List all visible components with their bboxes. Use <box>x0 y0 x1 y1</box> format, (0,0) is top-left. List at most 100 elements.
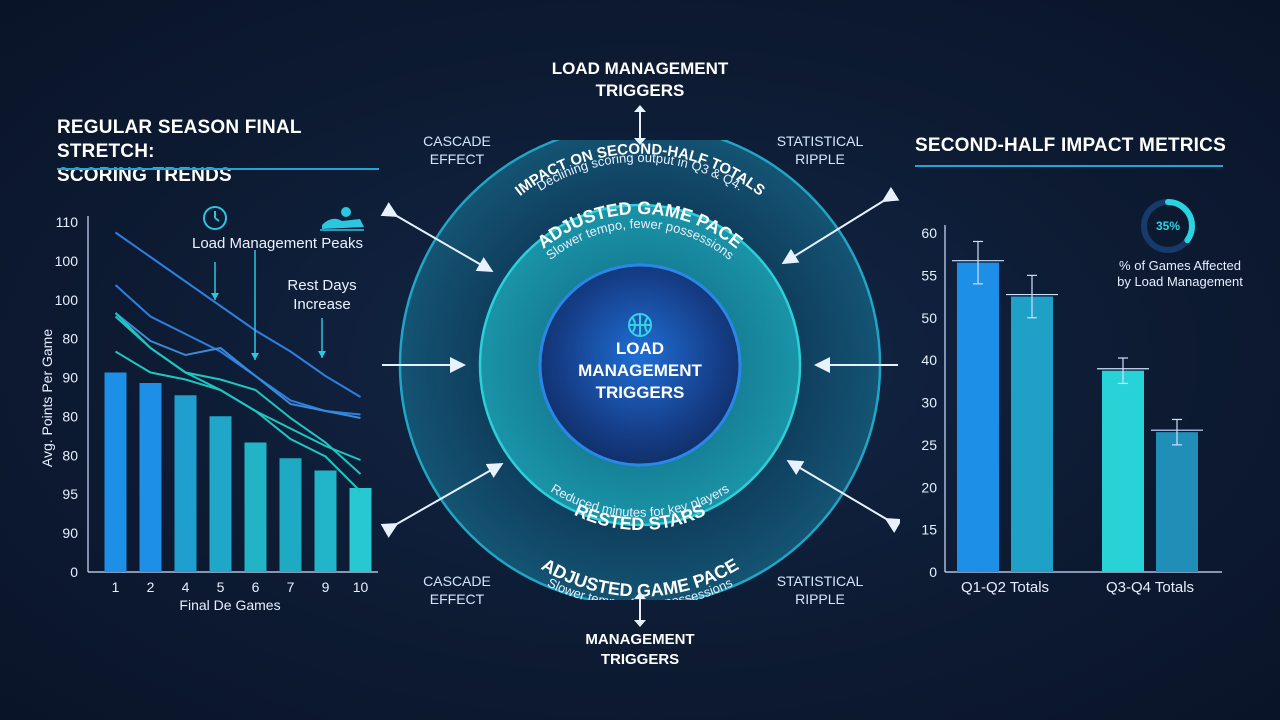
corner-bl-line2: EFFECT <box>429 591 485 607</box>
left-y-tick: 80 <box>62 408 78 424</box>
right-y-tick: 0 <box>929 564 937 580</box>
left-x-tick: 1 <box>112 579 120 595</box>
basketball-icon <box>628 313 652 337</box>
bottom-title: MANAGEMENT TRIGGERS <box>540 630 740 670</box>
top-title-line2: TRIGGERS <box>595 81 685 100</box>
core-label: LOAD MANAGEMENT TRIGGERS <box>560 338 720 404</box>
corner-br-line1: STATISTICAL <box>776 573 864 589</box>
right-y-tick: 25 <box>921 437 937 453</box>
clock-icon <box>203 206 227 230</box>
corner-tl-line1: CASCADE <box>423 133 491 149</box>
left-x-tick: 10 <box>353 579 369 595</box>
left-x-tick: 7 <box>287 579 295 595</box>
bottom-title-line2: TRIGGERS <box>600 651 680 668</box>
right-y-tick: 50 <box>921 310 937 326</box>
core-line1: LOAD <box>615 339 665 358</box>
corner-tr-label: STATISTICAL RIPPLE <box>760 132 880 168</box>
left-y-tick: 0 <box>70 564 78 580</box>
annotation-arrowhead <box>211 293 219 300</box>
annotation-arrowhead <box>318 351 326 358</box>
right-y-tick: 60 <box>921 225 937 241</box>
left-bar <box>174 395 197 572</box>
annotation-rest: Rest Days Increase <box>272 276 372 314</box>
left-y-tick: 100 <box>55 292 79 308</box>
annotation-arrowhead <box>251 353 259 360</box>
annotation-rest-line2: Increase <box>293 296 351 313</box>
left-bar <box>349 488 372 572</box>
left-y-tick: 90 <box>62 525 78 541</box>
left-bar <box>139 383 162 572</box>
corner-tr-line1: STATISTICAL <box>776 133 864 149</box>
top-title: LOAD MANAGEMENT TRIGGERS <box>520 58 760 102</box>
corner-bl-line1: CASCADE <box>423 573 491 589</box>
donut-caption-line2: by Load Management <box>1117 274 1243 289</box>
left-x-tick: 2 <box>147 579 155 595</box>
left-y-tick: 100 <box>55 253 79 269</box>
top-title-line1: LOAD MANAGEMENT <box>551 59 729 78</box>
arrow-top-double <box>634 105 646 145</box>
left-bar <box>279 458 302 572</box>
left-y-tick: 90 <box>62 370 78 386</box>
corner-tr-line2: RIPPLE <box>795 151 845 167</box>
core-line3: TRIGGERS <box>595 383 685 402</box>
left-panel-title-line2: SCORING TRENDS <box>57 165 232 186</box>
corner-tl-line2: EFFECT <box>429 151 485 167</box>
left-xlabel: Final De Games <box>179 597 281 613</box>
left-trend-line <box>114 312 361 419</box>
right-chart: 60 55 50 40 30 25 20 15 0Q1-Q2 Totals Q3-Q4 Total… <box>921 225 1222 596</box>
right-y-tick: 55 <box>921 267 937 283</box>
arrow-bottom-double <box>634 592 646 627</box>
left-trend-line <box>114 231 362 398</box>
left-y-tick: 110 <box>56 214 79 230</box>
annotation-peaks: Load Management Peaks <box>192 235 363 252</box>
left-y-tick: 95 <box>62 486 78 502</box>
corner-br-line2: RIPPLE <box>795 591 845 607</box>
right-bar <box>1102 370 1144 572</box>
donut-caption-line1: % of Games Affected <box>1119 258 1241 273</box>
arrow-tl <box>380 202 494 273</box>
donut-value: 35% <box>1156 219 1180 233</box>
left-y-tick: 80 <box>62 447 78 463</box>
core-line2: MANAGEMENT <box>578 361 702 380</box>
corner-tl-label: CASCADE EFFECT <box>402 132 512 168</box>
arrow-br <box>786 459 900 533</box>
right-panel-title: SECOND-HALF IMPACT METRICS <box>915 135 1226 156</box>
right-x-tick: Q3-Q4 Totals <box>1106 579 1194 596</box>
donut-chart: 35% <box>1141 199 1195 253</box>
center-diagram: IMPACT ON SECOND-HALF TOTALS Declining s… <box>380 140 900 600</box>
left-trend-line <box>114 315 362 493</box>
left-x-tick: 6 <box>252 579 260 595</box>
left-panel-title: REGULAR SEASON FINAL STRETCH: SCORING TR… <box>57 116 397 188</box>
left-bar <box>244 442 267 572</box>
left-panel-title-line1: REGULAR SEASON FINAL STRETCH: <box>57 117 302 162</box>
left-x-tick: 4 <box>182 579 190 595</box>
left-chart: 110 100 100 80 90 80 80 95 90 0 1 2 4 5 6 7 9 10 <box>55 214 378 595</box>
core-circle <box>538 263 742 467</box>
right-y-tick: 30 <box>921 395 937 411</box>
right-bar <box>1156 432 1198 572</box>
right-panel-rule <box>915 165 1223 167</box>
left-x-tick: 5 <box>217 579 225 595</box>
right-y-tick: 20 <box>921 479 937 495</box>
right-y-tick: 15 <box>921 522 937 538</box>
bottom-title-line1: MANAGEMENT <box>585 631 695 648</box>
arrow-tr <box>781 186 900 265</box>
donut-arc <box>1141 199 1195 253</box>
left-ylabel: Avg. Points Per Game <box>39 328 55 468</box>
donut-caption: % of Games Affected by Load Management <box>1100 258 1260 290</box>
right-bar <box>957 262 999 572</box>
corner-bl-label: CASCADE EFFECT <box>402 572 512 608</box>
left-bar <box>314 470 337 572</box>
right-bar <box>1011 296 1053 572</box>
left-bar <box>209 416 232 572</box>
annotation-rest-line1: Rest Days <box>287 277 357 294</box>
left-bar <box>104 372 127 572</box>
left-panel-rule <box>57 168 379 170</box>
resting-player-icon <box>320 207 364 231</box>
left-x-tick: 9 <box>322 579 330 595</box>
right-y-tick: 40 <box>921 352 937 368</box>
corner-br-label: STATISTICAL RIPPLE <box>760 572 880 608</box>
right-x-tick: Q1-Q2 Totals <box>961 579 1049 596</box>
arrow-bl <box>380 463 504 538</box>
left-y-tick: 80 <box>62 331 78 347</box>
